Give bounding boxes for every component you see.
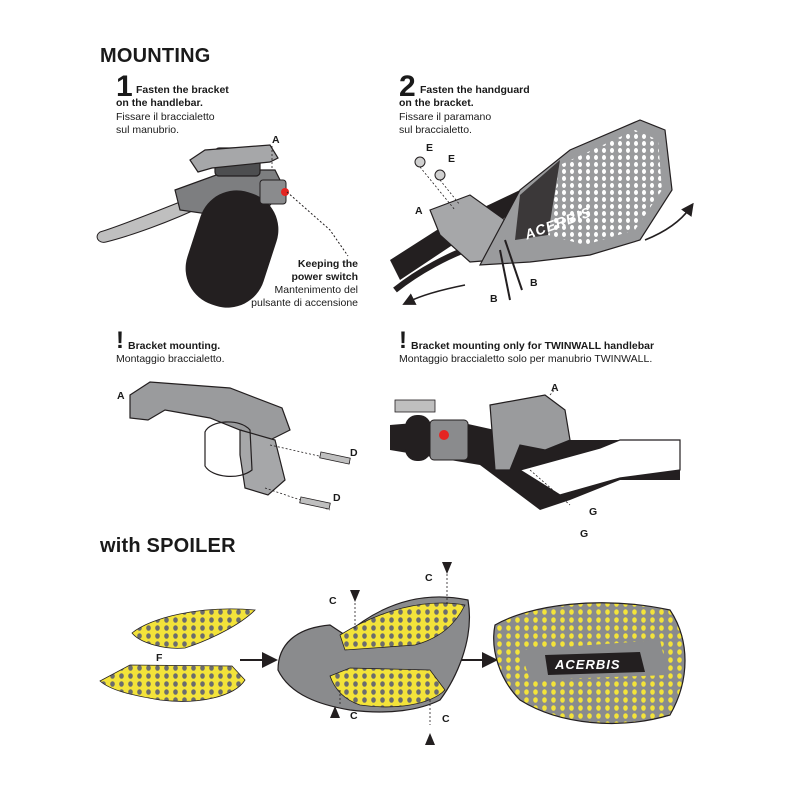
label-a-step1: A xyxy=(272,134,280,146)
label-a-note2: A xyxy=(551,382,559,394)
switch-note-it-line2: pulsante di accensione xyxy=(251,297,358,309)
note-2-it: Montaggio braccialetto solo per manubrio… xyxy=(399,353,653,365)
step-2-title-line2: on the bracket. xyxy=(399,97,474,109)
label-g-2: G xyxy=(580,528,589,540)
step-2-number: 2 xyxy=(399,70,416,103)
step-2-title-line1: Fasten the handguard xyxy=(420,84,530,96)
label-c-2: C xyxy=(425,572,433,584)
label-c-1: C xyxy=(329,595,337,607)
step-1-it-line2: sul manubrio. xyxy=(116,124,180,136)
note1-illustration xyxy=(129,381,351,511)
label-e-1: E xyxy=(426,142,434,154)
label-e-2: E xyxy=(448,153,456,165)
note2-illustration xyxy=(390,387,681,510)
switch-note-it-line1: Mantenimento del xyxy=(274,284,358,296)
note-1-it: Montaggio braccialetto. xyxy=(116,353,225,365)
label-c-4: C xyxy=(442,713,450,725)
label-b-1: B xyxy=(490,293,498,305)
step-1-it-line1: Fissare il braccialetto xyxy=(116,111,215,123)
switch-note-en-line1: Keeping the xyxy=(297,258,358,270)
step2-illustration xyxy=(390,119,694,305)
step-1-title-line2: on the handlebar. xyxy=(116,97,203,109)
brand-logo-spoiler: ACERBIS xyxy=(555,657,621,672)
switch-note-en-line2: power switch xyxy=(291,271,358,283)
spoiler-illustration xyxy=(99,562,686,745)
label-c-3: C xyxy=(350,710,358,722)
note-2-en: Bracket mounting only for TWINWALL handl… xyxy=(411,340,655,352)
mounting-title: MOUNTING xyxy=(100,45,211,67)
label-f: F xyxy=(156,652,163,664)
note-2-mark: ! xyxy=(399,327,407,354)
note-1-mark: ! xyxy=(116,327,124,354)
label-a-note1: A xyxy=(117,390,125,402)
note-1-en: Bracket mounting. xyxy=(128,340,221,352)
step-1-number: 1 xyxy=(116,70,133,103)
label-b-2: B xyxy=(530,277,538,289)
label-g-1: G xyxy=(589,506,598,518)
step-1-title-line1: Fasten the bracket xyxy=(136,84,229,96)
label-d-2: D xyxy=(333,492,341,504)
spoiler-title: with SPOILER xyxy=(100,535,236,557)
step-2-it-line2: sul braccialetto. xyxy=(399,124,472,136)
label-a-step2: A xyxy=(415,205,423,217)
label-d-1: D xyxy=(350,447,358,459)
step-2-it-line1: Fissare il paramano xyxy=(399,111,492,123)
step1-illustration xyxy=(96,144,349,308)
